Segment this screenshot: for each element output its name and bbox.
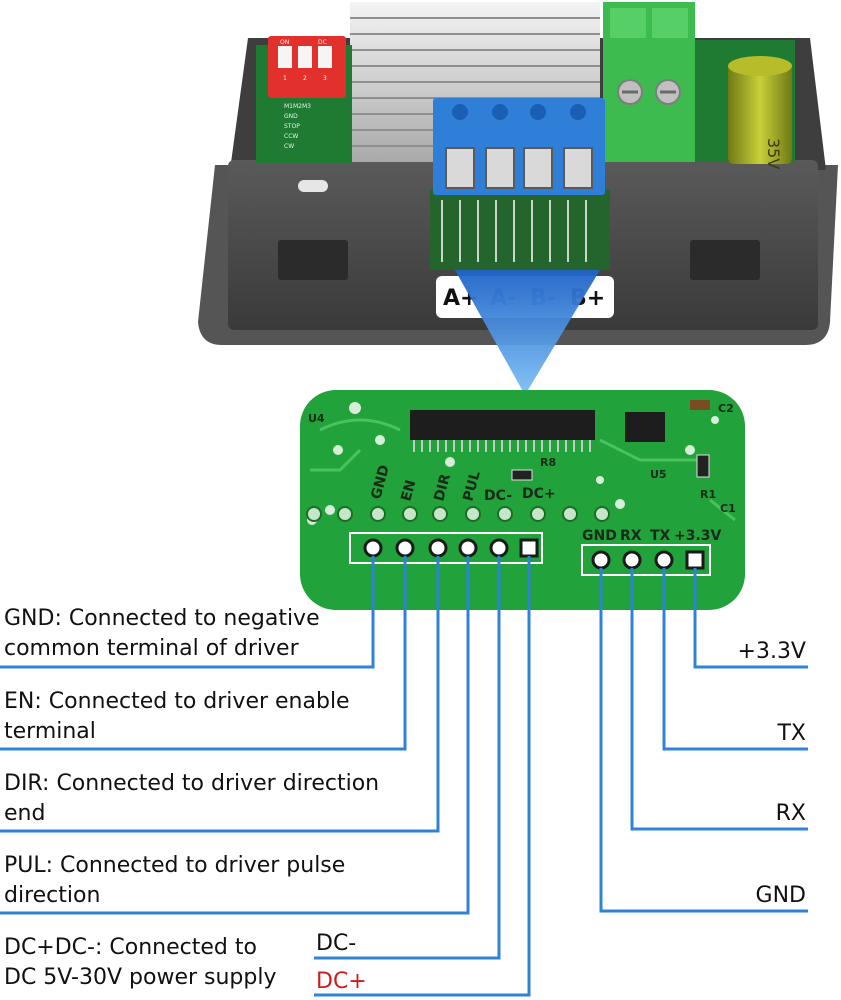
header-label-right-tx: TX <box>650 528 671 544</box>
annotations-right: +3.3V TX RX GND <box>738 639 806 908</box>
annotation-pul-line-1: PUL: Connected to driver pulse <box>4 853 345 878</box>
pcb-label-u5: U5 <box>650 468 667 481</box>
wire-right-gnd <box>599 568 808 913</box>
annotations-left: GND: Connected to negative common termin… <box>4 606 379 994</box>
dip-mark-dc: DC <box>318 39 327 46</box>
wire-gnd <box>0 556 375 669</box>
annotation-en-line-2: terminal <box>4 719 96 744</box>
annotation-en-line-1: EN: Connected to driver enable <box>4 689 350 714</box>
left-header-outline <box>349 532 543 564</box>
smd-r8 <box>511 469 533 481</box>
header-label-right-gnd: GND <box>582 528 617 544</box>
wire-right-rx <box>630 568 808 831</box>
pcb-label-c2: C2 <box>718 402 734 415</box>
capacitor-top <box>728 56 792 76</box>
wire-dc-plus <box>314 556 531 997</box>
dip-number-3: 3 <box>323 75 327 82</box>
pcb-label-u4: U4 <box>308 412 325 425</box>
silk-cw: CW <box>284 143 294 150</box>
wire-pul <box>0 556 470 915</box>
annotation-dc-line-1: DC+DC-: Connected to <box>4 935 257 960</box>
silk-ccw: CCW <box>284 133 298 140</box>
annotation-dir-line-1: DIR: Connected to driver direction <box>4 771 379 796</box>
dip-number-1: 1 <box>283 75 287 82</box>
case-slots <box>278 180 760 280</box>
header-label-pul: PUL <box>460 469 483 503</box>
module-silkscreen: M1M2M3 GND STOP CCW CW <box>284 103 311 150</box>
silk-stop: STOP <box>284 123 300 130</box>
dip-number-2: 2 <box>303 75 307 82</box>
wire-dir <box>0 556 440 833</box>
solder-pads-row <box>306 506 610 522</box>
terminal-window <box>430 190 610 270</box>
wire-en <box>0 556 407 751</box>
annotation-gnd-line-2: common terminal of driver <box>4 636 300 661</box>
dip-mark-on: ON <box>280 39 289 46</box>
pcb-label-r8: R8 <box>540 456 556 469</box>
dip-switch: ON DC 1 2 3 <box>268 36 346 98</box>
pcb-closeup: U4 U5 R8 R1 C1 C2 GND EN DIR PUL DC- DC+… <box>300 390 745 610</box>
right-header-outline <box>581 544 711 576</box>
header-label-dir: DIR <box>431 472 454 503</box>
right-header-pins <box>591 550 705 570</box>
ic-chip <box>410 410 595 452</box>
label-right-tx: TX <box>776 721 806 746</box>
header-label-en: EN <box>398 478 419 503</box>
wire-dc-minus <box>314 556 501 960</box>
pcb-label-c1: C1 <box>720 502 736 515</box>
label-right-rx: RX <box>776 801 806 826</box>
power-terminal-block <box>603 2 695 162</box>
annotation-pul-line-2: direction <box>4 883 100 908</box>
header-pins-top <box>441 200 587 262</box>
header-label-dc-minus: DC- <box>484 488 512 504</box>
label-dc-plus: DC+ <box>316 969 367 994</box>
stepper-terminal-block <box>433 98 605 195</box>
regulator-u5 <box>625 412 665 442</box>
annotation-gnd-line-1: GND: Connected to negative <box>4 606 320 631</box>
header-label-dc-plus: DC+ <box>522 486 556 502</box>
zoom-spotlight <box>455 270 600 395</box>
smd-r1 <box>696 454 710 478</box>
pcb-traces <box>310 418 736 522</box>
header-label-right-rx: RX <box>620 528 642 544</box>
silk-m1m2m3: M1M2M3 <box>284 103 311 110</box>
silk-gnd: GND <box>284 113 298 120</box>
header-label-right-3v3: +3.3V <box>674 528 722 544</box>
stepper-controller-module: ON DC 1 2 3 M1M2M3 GND STOP CCW CW 35V <box>198 2 838 345</box>
annotation-dir-line-2: end <box>4 801 45 826</box>
wire-right-tx <box>662 568 808 751</box>
annotation-dc-line-2: DC 5V-30V power supply <box>4 965 277 990</box>
pcb-label-r1: R1 <box>700 488 716 501</box>
label-right-gnd: GND <box>756 883 806 908</box>
capacitor-label: 35V <box>764 138 783 169</box>
smd-c2 <box>690 400 710 410</box>
wires <box>0 556 808 997</box>
label-right-3v3: +3.3V <box>738 639 806 664</box>
capacitor-body <box>728 64 792 164</box>
wire-right-3v3 <box>693 568 808 669</box>
label-dc-minus: DC- <box>316 931 356 956</box>
